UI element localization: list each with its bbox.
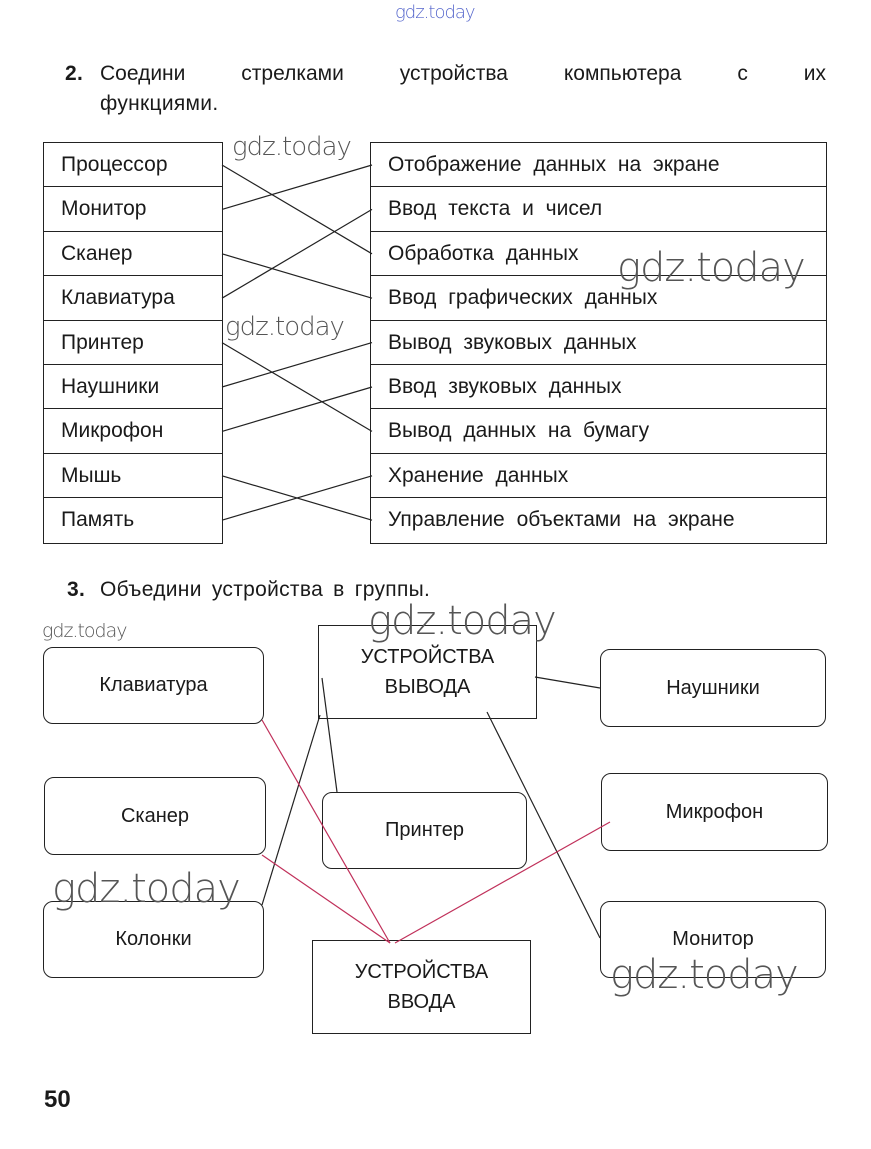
function-cell: Вывод данных на бумагу: [371, 409, 826, 454]
function-cell: Вывод звуковых данных: [371, 321, 826, 365]
match-line: [221, 164, 373, 255]
device-cell: Память: [61, 508, 135, 532]
output-link-headphones: [534, 676, 601, 689]
function-cell: Хранение данных: [371, 454, 826, 499]
device-cell: Клавиатура: [44, 276, 222, 321]
match-line: [221, 475, 373, 521]
function-cell: Обработка данных: [371, 232, 826, 277]
watermark: gdz.today: [368, 598, 557, 644]
device-cell: Наушники: [44, 365, 222, 410]
device-cell: Монитор: [44, 187, 222, 232]
output-link-speakers: [261, 714, 321, 906]
function-cell: Управление объектами на экране: [388, 508, 735, 532]
task2-instruction: Соедини стрелками устройства компьютера …: [100, 62, 826, 85]
task2-instruction-cont: функциями.: [100, 92, 219, 115]
device-keyboard: Клавиатура: [43, 647, 264, 724]
watermark: gdz.today: [42, 620, 127, 642]
match-line: [221, 342, 373, 388]
watermark: gdz.today: [232, 132, 352, 162]
device-cell: Процессор: [44, 143, 222, 188]
watermark: gdz.today: [395, 2, 476, 23]
input-link-scanner: [261, 854, 391, 944]
output-link-printer: [321, 677, 338, 793]
watermark: gdz.today: [225, 312, 345, 342]
match-line: [221, 386, 373, 432]
device-cell: Мышь: [44, 454, 222, 499]
device-cell: Принтер: [44, 321, 222, 365]
function-cell: Ввод графических данных: [371, 276, 826, 321]
match-line: [221, 208, 373, 299]
device-speakers: Колонки: [43, 901, 264, 978]
page-number: 50: [44, 1086, 71, 1113]
task3-instruction: Объедини устройства в группы.: [100, 578, 431, 601]
match-line: [221, 253, 373, 299]
watermark: gdz.today: [52, 866, 241, 912]
output-link-monitor: [486, 711, 601, 939]
device-cell: Сканер: [44, 232, 222, 277]
task2-number: 2.: [65, 62, 84, 85]
watermark: gdz.today: [617, 245, 806, 291]
output-devices-group: УСТРОЙСТВА ВЫВОДА: [318, 625, 537, 719]
device-headphones: Наушники: [600, 649, 826, 727]
input-devices-group: УСТРОЙСТВА ВВОДА: [312, 940, 531, 1034]
task3-number: 3.: [67, 578, 86, 601]
match-line: [221, 342, 373, 432]
input-link-microphone: [394, 821, 611, 944]
watermark: gdz.today: [610, 952, 799, 998]
device-monitor: Монитор: [600, 901, 826, 978]
device-scanner: Сканер: [44, 777, 266, 855]
function-cell: Ввод текста и чисел: [371, 187, 826, 232]
input-link-keyboard: [261, 719, 391, 944]
device-microphone: Микрофон: [601, 773, 828, 851]
device-cell: Микрофон: [44, 409, 222, 454]
function-cell: Ввод звуковых данных: [371, 365, 826, 410]
function-cell: Отображение данных на экране: [371, 143, 826, 188]
match-line: [221, 164, 373, 210]
device-printer: Принтер: [322, 792, 527, 869]
